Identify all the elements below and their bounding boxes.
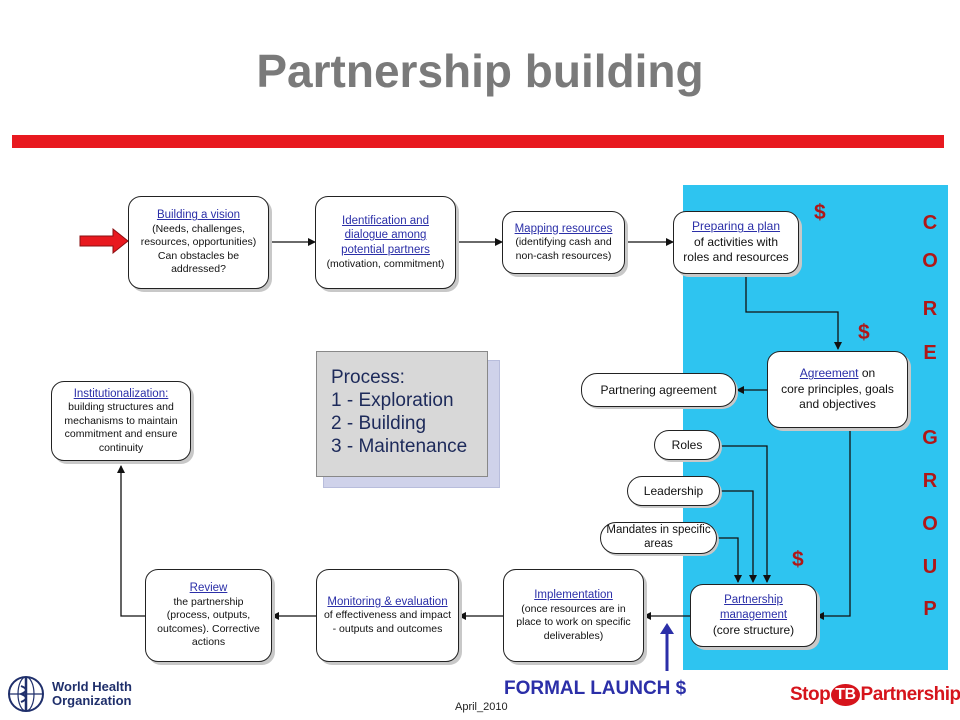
box-body: (identifying cash and non-cash resources… bbox=[515, 236, 612, 262]
core-letter-o: O bbox=[922, 250, 938, 272]
who-logo: World Health Organization bbox=[6, 674, 132, 714]
box-body: (core structure) bbox=[712, 622, 795, 637]
arrow-leadership-to-management bbox=[720, 490, 757, 583]
box-institutionalization: Institutionalization: building structure… bbox=[51, 381, 191, 461]
box-preparing-plan: Preparing a plan of activities with role… bbox=[673, 211, 799, 274]
core-letter-e: E bbox=[923, 342, 937, 364]
process-item-maintenance: 3 - Maintenance bbox=[331, 436, 468, 457]
group-letter-r: R bbox=[922, 470, 938, 492]
box-heading-suffix: on bbox=[858, 366, 876, 381]
formal-launch-label: FORMAL LAUNCH $ bbox=[504, 678, 687, 699]
box-heading: Building a vision bbox=[156, 209, 241, 222]
box-heading: Institutionalization: bbox=[73, 387, 169, 400]
pill-mandates: Mandates in specific areas bbox=[600, 522, 717, 554]
stoptb-logo: Stop TB Partnership bbox=[790, 684, 960, 706]
dollar-sign-management: $ bbox=[792, 548, 804, 571]
arrow-roles-to-management bbox=[720, 445, 771, 583]
who-logo-text: World Health Organization bbox=[52, 680, 132, 708]
pill-roles: Roles bbox=[654, 430, 720, 460]
group-letter-p: P bbox=[923, 598, 937, 620]
box-body: core principles, goals and objectives bbox=[781, 381, 894, 412]
box-heading: Review bbox=[189, 582, 228, 595]
process-item-exploration: 1 - Exploration bbox=[331, 390, 454, 411]
stoptb-partnership: Partnership bbox=[860, 684, 960, 705]
entry-arrow-icon bbox=[79, 227, 129, 255]
box-agreement: Agreement on core principles, goals and … bbox=[767, 351, 908, 428]
dollar-sign-agreement: $ bbox=[858, 321, 870, 344]
box-body: building structures and mechanisms to ma… bbox=[64, 401, 178, 454]
box-partnership-management: Partnership management (core structure) bbox=[690, 584, 817, 647]
arrow-review-to-institutionalization bbox=[117, 465, 145, 617]
box-body: of activities with roles and resources bbox=[683, 234, 789, 265]
group-letter-u: U bbox=[922, 556, 938, 578]
stoptb-stop: Stop bbox=[790, 684, 831, 705]
stoptb-tb: TB bbox=[831, 684, 860, 706]
box-heading: Preparing a plan bbox=[691, 219, 781, 234]
dollar-sign-preparing: $ bbox=[814, 201, 826, 224]
red-divider-bar bbox=[12, 135, 944, 148]
box-building-vision: Building a vision (Needs, challenges, re… bbox=[128, 196, 269, 289]
box-heading: Implementation bbox=[534, 588, 613, 601]
box-heading: Agreement bbox=[799, 366, 859, 381]
box-body: of effectiveness and impact - outputs an… bbox=[323, 609, 452, 635]
box-body: (Needs, challenges, resources, opportuni… bbox=[140, 222, 257, 276]
process-title: Process: bbox=[331, 367, 405, 388]
date-label: April_2010 bbox=[455, 701, 508, 713]
box-monitoring-evaluation: Monitoring & evaluation of effectiveness… bbox=[316, 569, 459, 662]
pill-partnering-agreement: Partnering agreement bbox=[581, 373, 736, 407]
core-letter-r: R bbox=[922, 298, 938, 320]
arrow-agreement-to-management bbox=[816, 428, 851, 620]
box-body: the partnership (process, outputs, outco… bbox=[157, 595, 260, 649]
arrow-mandates-to-management bbox=[717, 537, 742, 583]
box-body: (motivation, commitment) bbox=[326, 257, 445, 270]
process-legend: Process: 1 - Exploration 2 - Building 3 … bbox=[316, 351, 488, 477]
process-item-building: 2 - Building bbox=[331, 413, 427, 434]
box-body: (once resources are in place to work on … bbox=[516, 602, 631, 642]
box-implementation: Implementation (once resources are in pl… bbox=[503, 569, 644, 662]
arrow-preparing-to-agreement bbox=[745, 274, 842, 350]
box-mapping-resources: Mapping resources (identifying cash and … bbox=[502, 211, 625, 274]
box-heading-line: Agreement on bbox=[800, 366, 875, 381]
who-emblem-icon bbox=[8, 676, 44, 712]
pill-leadership: Leadership bbox=[627, 476, 720, 506]
who-logo-line1: World Health bbox=[52, 679, 132, 694]
box-heading: Mapping resources bbox=[514, 222, 613, 235]
who-logo-line2: Organization bbox=[52, 693, 132, 708]
box-identification-dialogue: Identification and dialogue among potent… bbox=[315, 196, 456, 289]
box-heading: Partnership management bbox=[719, 594, 788, 621]
box-review: Review the partnership (process, outputs… bbox=[145, 569, 272, 662]
group-letter-o: O bbox=[922, 513, 938, 535]
box-heading: Monitoring & evaluation bbox=[327, 595, 448, 608]
core-letter-c: C bbox=[922, 212, 938, 234]
box-heading: Identification and dialogue among potent… bbox=[341, 214, 430, 257]
page-title: Partnership building bbox=[256, 45, 704, 97]
group-letter-g: G bbox=[922, 427, 938, 449]
